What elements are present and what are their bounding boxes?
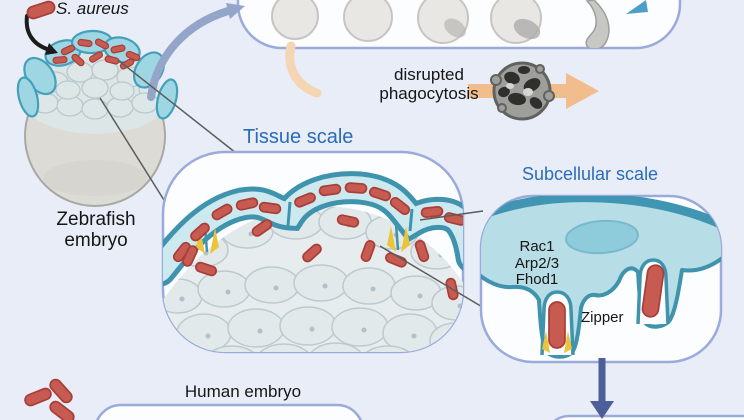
development-panel — [236, 0, 682, 50]
phagocytic-pocket — [540, 290, 575, 356]
zebrafish-embryo-label-line1: Zebrafish — [56, 209, 136, 230]
down-arrow-icon — [590, 358, 614, 419]
protein-label-rac1: Rac1 — [519, 238, 555, 255]
human-embryo-label: Human embryo — [184, 382, 302, 401]
embryo-stage-shading — [513, 18, 541, 40]
infection-arrow-icon — [24, 14, 58, 55]
zipper-label: Zipper — [581, 309, 624, 326]
protein-labels: Rac1 Arp2/3 Fhod1 — [499, 238, 575, 289]
cell-membrane — [481, 196, 721, 231]
development-arrow-icon — [626, 0, 648, 14]
zebrafish-embryo-label: Zebrafish embryo — [26, 209, 166, 251]
bottom-right-panel — [553, 414, 744, 420]
tissue-bacteria — [172, 182, 463, 301]
disrupted-embryo-icon — [490, 61, 555, 121]
embryo-stage-circle — [271, 0, 319, 40]
subcellular-panel — [479, 194, 723, 364]
embryo-stage-circle — [343, 0, 393, 42]
magnification-line — [379, 245, 485, 309]
pathogen-label: S. aureus — [56, 0, 129, 18]
human-bacteria-cluster — [24, 378, 75, 420]
tissue-panel-title: Tissue scale — [243, 126, 354, 148]
tissue-panel — [161, 150, 465, 354]
embryo-stage-shading — [444, 18, 466, 38]
fish-larva-icon — [585, 0, 610, 48]
magnification-line — [99, 97, 175, 217]
yolk-shading — [43, 160, 147, 196]
protein-label-arp23: Arp2/3 — [514, 254, 560, 272]
magnification-line — [117, 59, 237, 154]
disrupted-branch-arrow-icon — [285, 41, 322, 98]
pathogen-bacterium-icon — [26, 0, 56, 20]
nucleus — [565, 219, 639, 255]
disrupted-phagocytosis-label-line1: disrupted — [394, 65, 464, 84]
disrupted-phagocytosis-label-line2: phagocytosis — [379, 84, 479, 103]
human-embryo-panel — [96, 403, 362, 420]
zebrafish-embryo-label-line2: embryo — [64, 230, 128, 251]
zipper-structure — [196, 223, 410, 254]
embryo-development-sequence — [271, 0, 648, 48]
phagocytic-pocket — [636, 258, 670, 325]
subcellular-panel-title: Subcellular scale — [522, 164, 659, 184]
infection-bacteria-cluster — [52, 38, 141, 70]
to-development-arrow-icon — [147, 3, 245, 101]
protein-label-fhod1: Fhod1 — [515, 271, 559, 288]
disrupted-phagocytosis-label: disrupted phagocytosis — [354, 65, 504, 103]
zebrafish-embryo-illustration — [16, 29, 179, 207]
magnification-line — [419, 210, 484, 221]
